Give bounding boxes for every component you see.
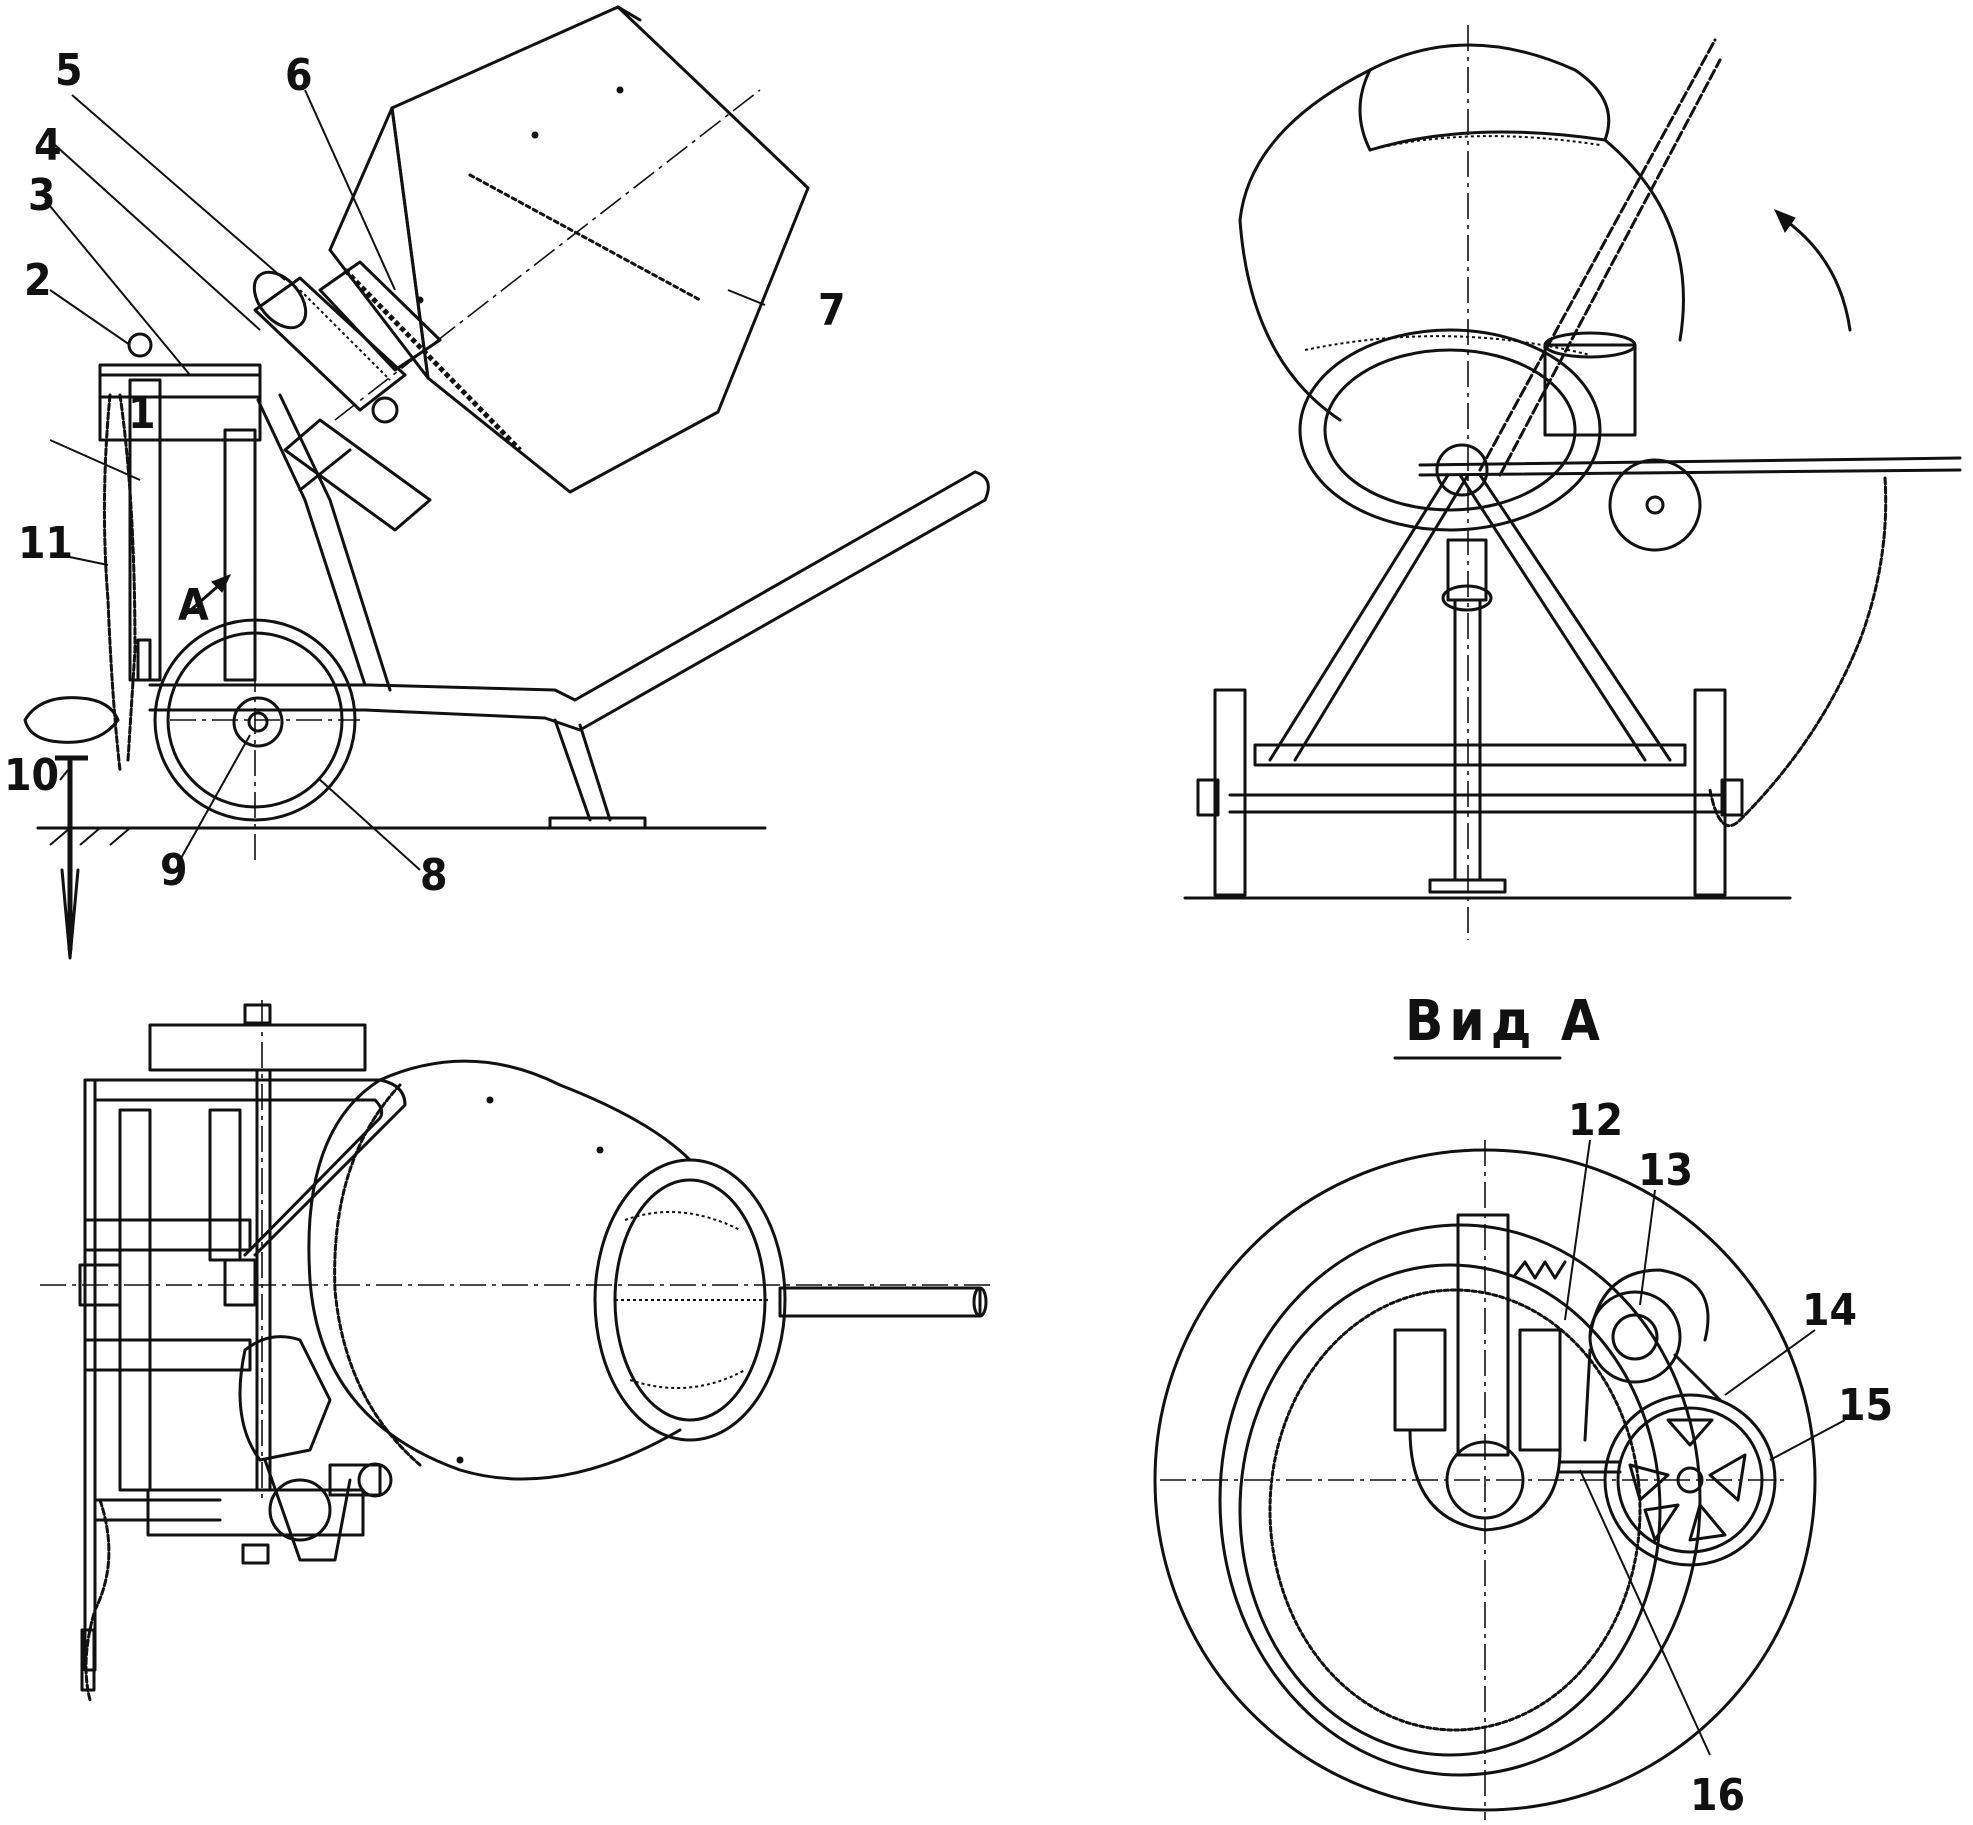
view-a-wheel xyxy=(1153,1148,1817,1812)
side-view: 1 2 3 4 5 6 7 8 9 10 11 A xyxy=(4,5,990,960)
chain xyxy=(102,393,122,772)
mixing-drum xyxy=(328,5,810,494)
rotation-arrow xyxy=(1783,218,1852,332)
view-a: Вид А xyxy=(1153,989,1893,1821)
front-chain xyxy=(1708,476,1888,828)
view-a-arrow xyxy=(183,574,231,617)
front-handle xyxy=(1478,38,1717,472)
motor-pulley xyxy=(1588,1268,1710,1384)
callout-14: 14 xyxy=(1802,1285,1857,1336)
arrow-a-label: A xyxy=(178,580,209,631)
drum-ring-gear xyxy=(343,268,522,452)
callout-7: 7 xyxy=(818,285,846,336)
callout-16: 16 xyxy=(1690,1770,1745,1821)
callout-1: 1 xyxy=(128,388,156,439)
support-leg xyxy=(553,718,592,822)
front-left-wheel xyxy=(1213,688,1247,897)
top-wheel-upper xyxy=(148,1023,367,1072)
callout-2: 2 xyxy=(24,255,52,306)
electric-motor xyxy=(252,270,407,412)
callout-13: 13 xyxy=(1638,1145,1693,1196)
front-a-frame xyxy=(1228,443,1722,894)
callout-4: 4 xyxy=(34,120,62,171)
view-a-title: Вид А xyxy=(1405,989,1606,1054)
top-chain xyxy=(84,1498,111,1702)
callout-12: 12 xyxy=(1568,1095,1623,1146)
top-motor xyxy=(238,1335,393,1562)
tension-spring xyxy=(1513,1260,1567,1280)
frame-rear-post xyxy=(98,363,262,682)
top-view xyxy=(40,1000,990,1702)
front-motor xyxy=(1543,331,1702,552)
front-right-wheel xyxy=(1693,688,1727,897)
view-a-leaders xyxy=(1564,1139,1846,1756)
callout-3: 3 xyxy=(28,170,56,221)
top-tow-bar xyxy=(778,1286,982,1318)
callout-9: 9 xyxy=(160,845,188,896)
callout-6: 6 xyxy=(285,50,313,101)
inclined-strut xyxy=(256,398,367,687)
leader-lines xyxy=(44,89,766,871)
gearbox xyxy=(318,260,442,424)
drive-belt xyxy=(1583,1348,1722,1442)
front-tow-bar xyxy=(1418,456,1962,467)
callout-11: 11 xyxy=(18,518,73,569)
motor-mount xyxy=(283,418,432,532)
ground-peg xyxy=(55,755,88,960)
hand-grip xyxy=(23,696,120,744)
callout-15: 15 xyxy=(1838,1380,1893,1431)
tow-bar xyxy=(148,470,977,702)
callout-5: 5 xyxy=(55,45,83,96)
eye-bolt xyxy=(127,332,153,358)
callout-10: 10 xyxy=(4,750,59,801)
top-drum xyxy=(307,1059,787,1481)
callout-8: 8 xyxy=(420,850,448,901)
view-a-post xyxy=(1456,1213,1510,1457)
front-view xyxy=(1183,25,1962,940)
view-a-hub xyxy=(1408,1428,1562,1532)
front-drum xyxy=(1238,43,1685,532)
ground-hatching xyxy=(49,827,131,846)
large-pulley xyxy=(1603,1393,1777,1567)
